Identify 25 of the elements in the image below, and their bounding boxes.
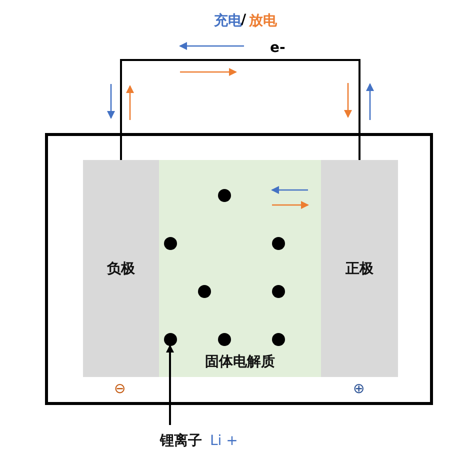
separator: /	[241, 12, 246, 28]
battery-casing	[45, 133, 433, 405]
ion-dot	[218, 188, 230, 202]
mode-label: 充电	[214, 12, 242, 30]
ion-dot	[198, 284, 210, 298]
ion-dot	[164, 236, 176, 250]
electron-label: e-	[270, 40, 286, 56]
polarity-sign: ⊕	[353, 381, 365, 397]
wire	[120, 59, 360, 160]
mode-label: 放电	[249, 12, 277, 30]
leader-line	[166, 344, 174, 425]
region-label: 正极	[346, 260, 374, 278]
ion-dot	[272, 236, 284, 250]
region-label: 负极	[107, 260, 135, 278]
ion-dot	[272, 284, 284, 298]
electrolyte-panel	[159, 160, 321, 377]
ion-dot	[272, 332, 284, 346]
ion-dot	[164, 332, 176, 346]
polarity-sign: ⊖	[114, 381, 126, 397]
ion-formula: Li +	[210, 433, 238, 449]
electrode-panel	[321, 160, 398, 377]
ion-dot	[218, 332, 230, 346]
ion-name: 锂离子	[160, 433, 202, 449]
electrode-panel	[83, 160, 159, 377]
region-label: 固体电解质	[205, 353, 275, 371]
